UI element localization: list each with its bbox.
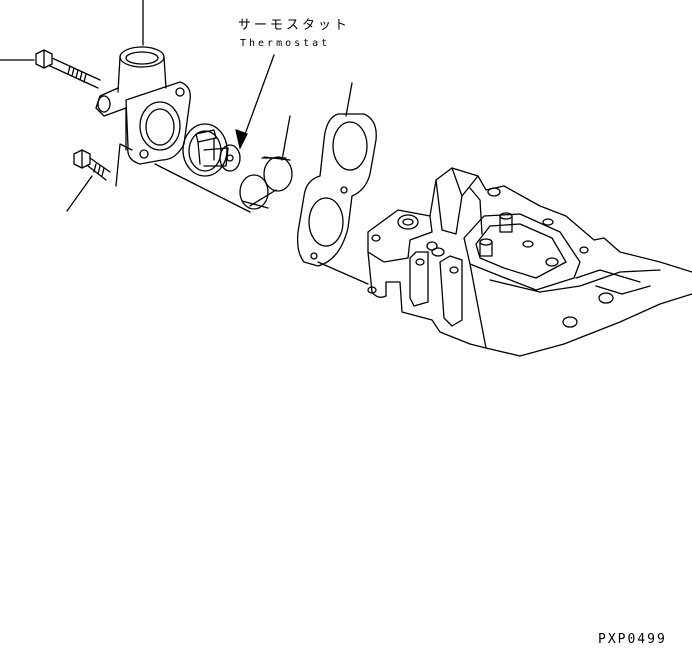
figure-code: PXP0499 [598, 632, 667, 647]
thermostat-label-jp: サーモスタット [238, 18, 351, 33]
assembly-axis-lower [318, 262, 368, 284]
thermostat-bridge [196, 130, 216, 142]
leader-gasket [346, 83, 352, 116]
housing-flange-hole-1 [176, 88, 184, 96]
head-side-wall [470, 264, 692, 356]
head-front-boss [368, 210, 432, 262]
housing-flange [126, 82, 190, 164]
assembly-axis-upper [155, 164, 250, 212]
thermostat-flange [183, 124, 227, 176]
thermostat [183, 124, 240, 176]
cylinder-head [368, 168, 692, 356]
head-top-deck [430, 168, 692, 272]
leader-short-bolt [67, 176, 92, 211]
housing-flange-hole-2 [140, 150, 148, 158]
leader-thermostat-arrowhead [236, 130, 247, 148]
gasket-hole-lower [309, 198, 343, 246]
leader-seal-ring [282, 116, 290, 160]
head-rocker-area [464, 214, 580, 290]
leader-thermostat [240, 55, 274, 148]
thermostat-housing [96, 47, 190, 164]
gasket-hole-upper [333, 122, 367, 170]
head-stud-2 [480, 242, 492, 256]
head-front-face [368, 252, 470, 344]
seal-ring [240, 157, 292, 209]
thermostat-valve-disc [220, 145, 240, 171]
leader-lines [0, 0, 368, 284]
housing-bore [140, 102, 180, 150]
long-bolt [36, 50, 100, 88]
thermostat-label-en: Thermostat [240, 38, 331, 49]
short-bolt [74, 144, 132, 186]
head-stud-1 [500, 216, 512, 232]
gasket-outline [298, 114, 377, 266]
gasket [298, 114, 377, 266]
